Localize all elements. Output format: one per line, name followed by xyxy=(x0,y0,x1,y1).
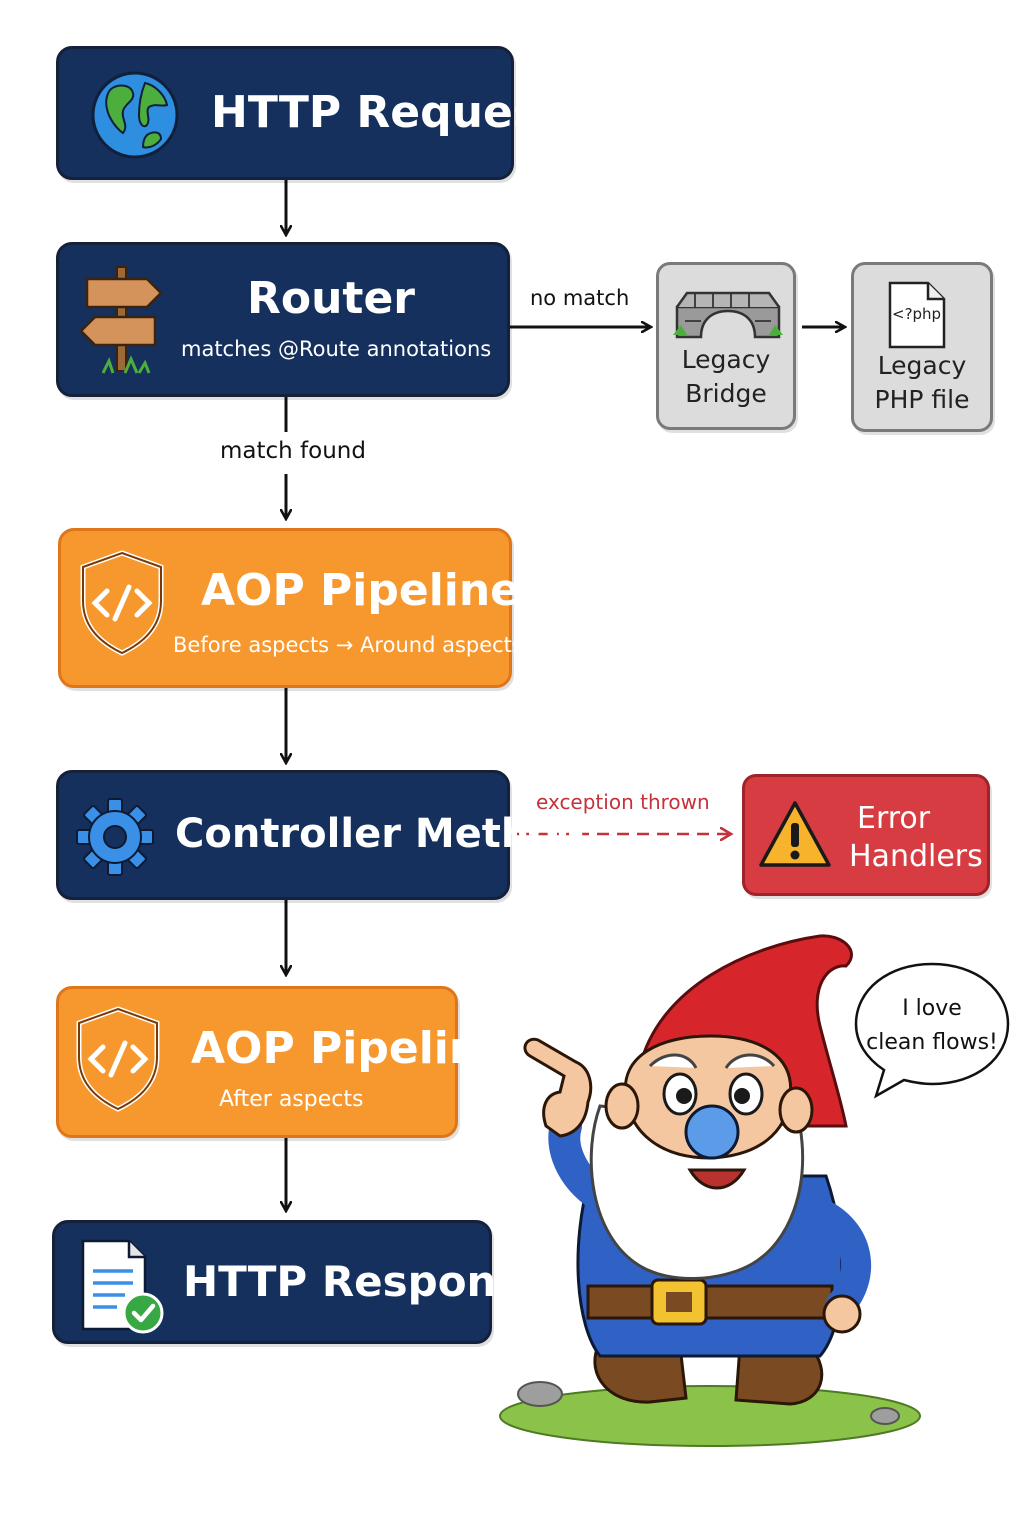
router-subtitle: matches @Route annotations xyxy=(181,337,492,361)
speech-bubble xyxy=(854,962,1010,1099)
node-legacy-php-file: <?php Legacy PHP file xyxy=(851,262,993,432)
error-handlers-line1: Error xyxy=(857,801,931,836)
node-legacy-bridge: Legacy Bridge xyxy=(656,262,796,430)
gear-icon xyxy=(76,798,154,876)
speech-bubble-line1: I love xyxy=(902,996,962,1021)
error-handlers-line2: Handlers xyxy=(849,839,983,874)
globe-icon xyxy=(91,71,179,159)
node-aop-pipeline-before: AOP Pipeline Before aspects → Around asp… xyxy=(58,528,523,688)
speech-bubble-line2: clean flows! xyxy=(866,1030,998,1055)
legacy-php-line1: Legacy xyxy=(877,351,967,380)
shield-code-icon xyxy=(76,1006,160,1112)
edge-label-no-match: no match xyxy=(530,286,630,310)
gnome-mascot-illustration xyxy=(499,934,921,1447)
edge-label-exception-thrown: exception thrown xyxy=(536,790,710,814)
node-aop-pipeline-after: AOP Pipeline After aspects xyxy=(56,986,510,1138)
http-response-title: HTTP Response xyxy=(183,1257,550,1306)
aop-before-subtitle: Before aspects → Around aspects xyxy=(173,633,523,657)
node-error-handlers: Error Handlers xyxy=(742,774,990,896)
php-file-icon-text: <?php xyxy=(892,305,942,323)
signpost-icon xyxy=(79,266,163,374)
aop-after-title: AOP Pipeline xyxy=(191,1023,511,1074)
http-request-title: HTTP Request xyxy=(211,87,561,138)
warning-icon xyxy=(759,801,831,867)
node-http-request: HTTP Request xyxy=(56,46,560,180)
node-router: Router matches @Route annotations xyxy=(56,242,510,397)
legacy-bridge-line2: Bridge xyxy=(685,379,767,408)
bridge-icon xyxy=(673,291,783,339)
aop-after-subtitle: After aspects xyxy=(219,1087,364,1112)
legacy-bridge-line1: Legacy xyxy=(681,345,771,374)
shield-code-icon xyxy=(80,550,164,656)
node-controller-method: Controller Method xyxy=(56,770,586,900)
document-check-icon xyxy=(81,1239,164,1334)
controller-title: Controller Method xyxy=(175,811,586,857)
aop-before-title: AOP Pipeline xyxy=(201,565,521,616)
edge-label-match-found: match found xyxy=(220,438,366,464)
node-http-response: HTTP Response xyxy=(52,1220,550,1344)
legacy-php-line2: PHP file xyxy=(874,385,970,414)
php-file-icon xyxy=(888,281,946,349)
router-title: Router xyxy=(247,273,416,324)
